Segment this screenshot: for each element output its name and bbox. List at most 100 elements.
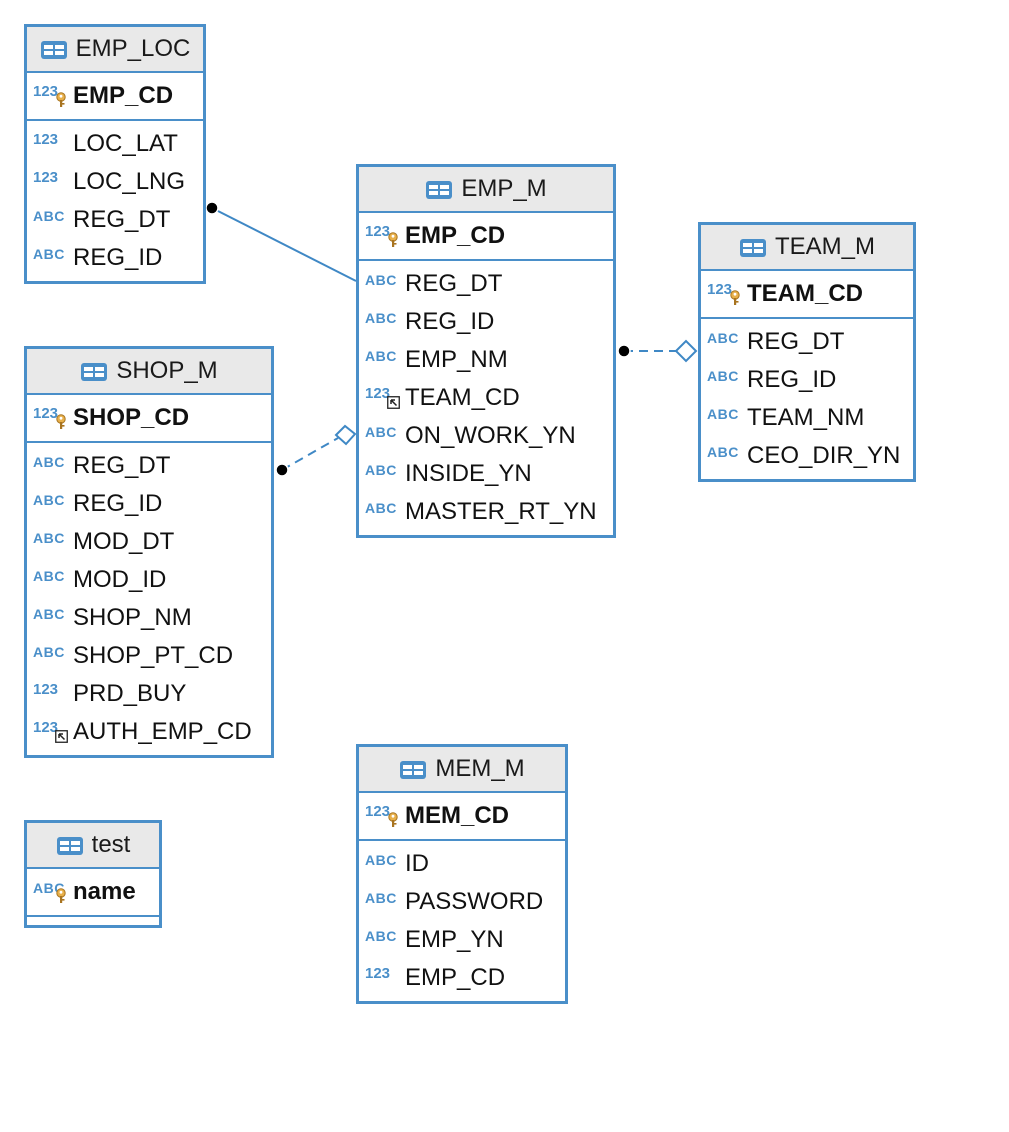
text-type-icon: ABC [365,928,397,944]
text-type-icon: ABC [33,606,65,622]
column-name: REG_DT [405,270,503,297]
column-name: MASTER_RT_YN [405,498,597,525]
table-icon [425,179,453,199]
entity-title: MEM_M [435,755,525,782]
text-type-icon: ABC [33,208,65,224]
table-icon [80,361,108,381]
column-name: REG_DT [73,452,171,479]
numeric-type-icon: 123 [33,131,59,148]
column-row[interactable]: ABC SHOP_PT_CD [27,637,271,675]
column-name: SHOP_NM [73,604,192,631]
rel-emp-m-team-m [617,339,698,363]
entity-header[interactable]: EMP_LOC [27,27,203,73]
rel-emp-m-emp-loc [205,201,357,282]
column-row[interactable]: ABC REG_DT [359,265,613,303]
column-name: TEAM_CD [747,280,864,307]
text-type-icon: ABC [365,890,397,906]
text-type-icon: ABC [33,530,65,546]
column-row[interactable]: ABC REG_DT [27,447,271,485]
column-row[interactable]: ABC MOD_DT [27,523,271,561]
column-name: EMP_CD [73,82,174,109]
column-name: SHOP_PT_CD [73,642,234,669]
entity-title: TEAM_M [774,233,875,260]
numeric-type-icon: 123 [365,965,391,982]
text-type-icon: ABC [33,568,65,584]
primary-key-icon [55,92,67,108]
text-type-icon: ABC [365,272,397,288]
hollow-diamond-marker [674,339,698,363]
column-row[interactable]: ABC EMP_YN [359,921,565,959]
filled-dot-marker [205,201,219,215]
column-name: ON_WORK_YN [405,422,576,449]
text-type-icon: ABC [33,879,69,905]
text-type-icon: ABC [33,492,65,508]
entity-header[interactable]: test [27,823,159,869]
table-icon [739,237,767,257]
column-name: MEM_CD [405,802,510,829]
column-name: CEO_DIR_YN [747,442,901,469]
column-name: EMP_YN [405,926,504,953]
entity-header[interactable]: TEAM_M [701,225,913,271]
text-type-icon: ABC [365,310,397,326]
column-name: EMP_CD [405,964,506,991]
numeric-type-icon: 123 [365,803,401,829]
column-name: ID [405,850,429,877]
entity-title: SHOP_M [116,357,218,384]
entity-header[interactable]: MEM_M [359,747,565,793]
entity-header[interactable]: EMP_M [359,167,613,213]
text-type-icon: ABC [365,348,397,364]
column-row[interactable]: ABC SHOP_NM [27,599,271,637]
entity-header[interactable]: SHOP_M [27,349,271,395]
column-row[interactable]: 123 EMP_CD [359,959,565,997]
entity-title: test [91,831,131,858]
text-type-icon: ABC [33,644,65,660]
text-type-icon: ABC [365,500,397,516]
column-name: LOC_LNG [73,168,186,195]
rel-shop-m-emp-m [275,424,357,477]
column-list [27,917,159,937]
primary-key-icon [55,414,67,430]
column-name: INSIDE_YN [405,460,532,487]
column-name: MOD_DT [73,528,175,555]
column-row[interactable]: ABC MASTER_RT_YN [359,493,613,531]
foreign-key-icon [55,730,68,743]
text-type-icon: ABC [33,454,65,470]
column-name: PRD_BUY [73,680,187,707]
column-row[interactable]: ABC REG_ID [359,303,613,341]
numeric-type-icon: 123 [33,405,69,431]
column-name: REG_ID [405,308,495,335]
entity-title: EMP_M [461,175,547,202]
